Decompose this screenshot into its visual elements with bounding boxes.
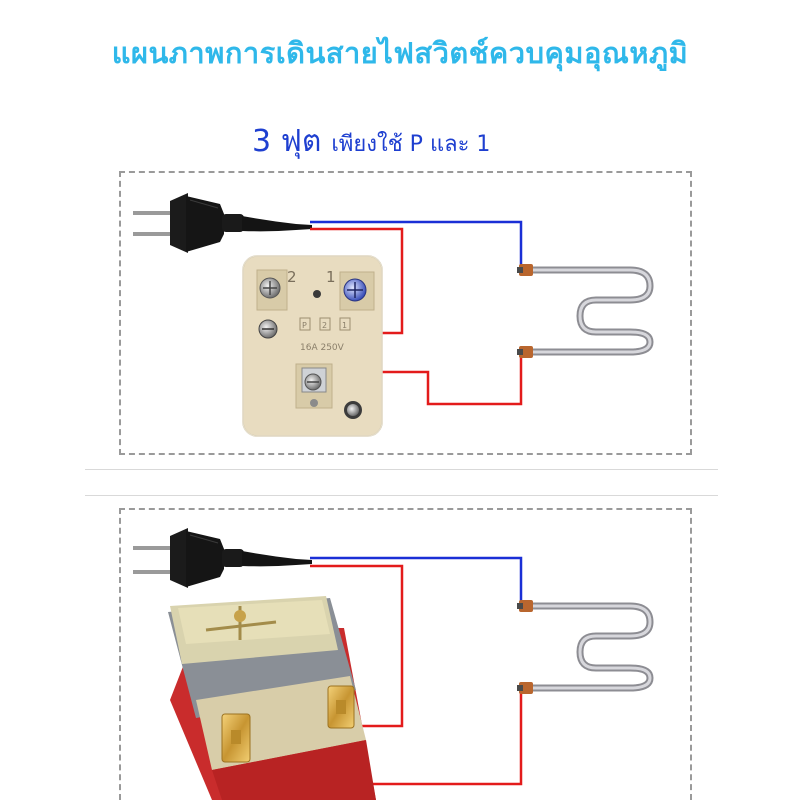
pin-label-p: P — [302, 321, 307, 330]
switch-rating: 16A 250V — [300, 343, 345, 353]
wiring-panel-2 — [119, 508, 692, 800]
terminal-label-1: 1 — [326, 268, 336, 286]
diagram-title: แผนภาพการเดินสายไฟสวิตช์ควบคุมอุณหภูมิ — [111, 36, 689, 70]
pin-label-1: 1 — [342, 321, 347, 330]
heater-element-icon-2 — [517, 600, 654, 694]
subtitle-note: เพียงใช้ P และ 1 — [331, 132, 491, 157]
heater-element-icon — [517, 264, 654, 358]
subtitle-size: 3 ฟุต — [252, 124, 322, 159]
wiring-panel-1 — [119, 171, 692, 455]
separator-top — [85, 469, 718, 470]
thermostat-switch-icon: 2 1 P 2 1 16A 250V — [242, 255, 383, 437]
pin-label-2: 2 — [322, 321, 327, 330]
plug-icon-2 — [133, 528, 312, 588]
thermostat-switch-icon-2 — [168, 596, 376, 800]
subtitle: 3 ฟุต เพียงใช้ P และ 1 — [252, 118, 490, 165]
plug-icon — [133, 193, 312, 253]
terminal-label-2: 2 — [287, 268, 297, 286]
separator-bottom — [85, 495, 718, 496]
